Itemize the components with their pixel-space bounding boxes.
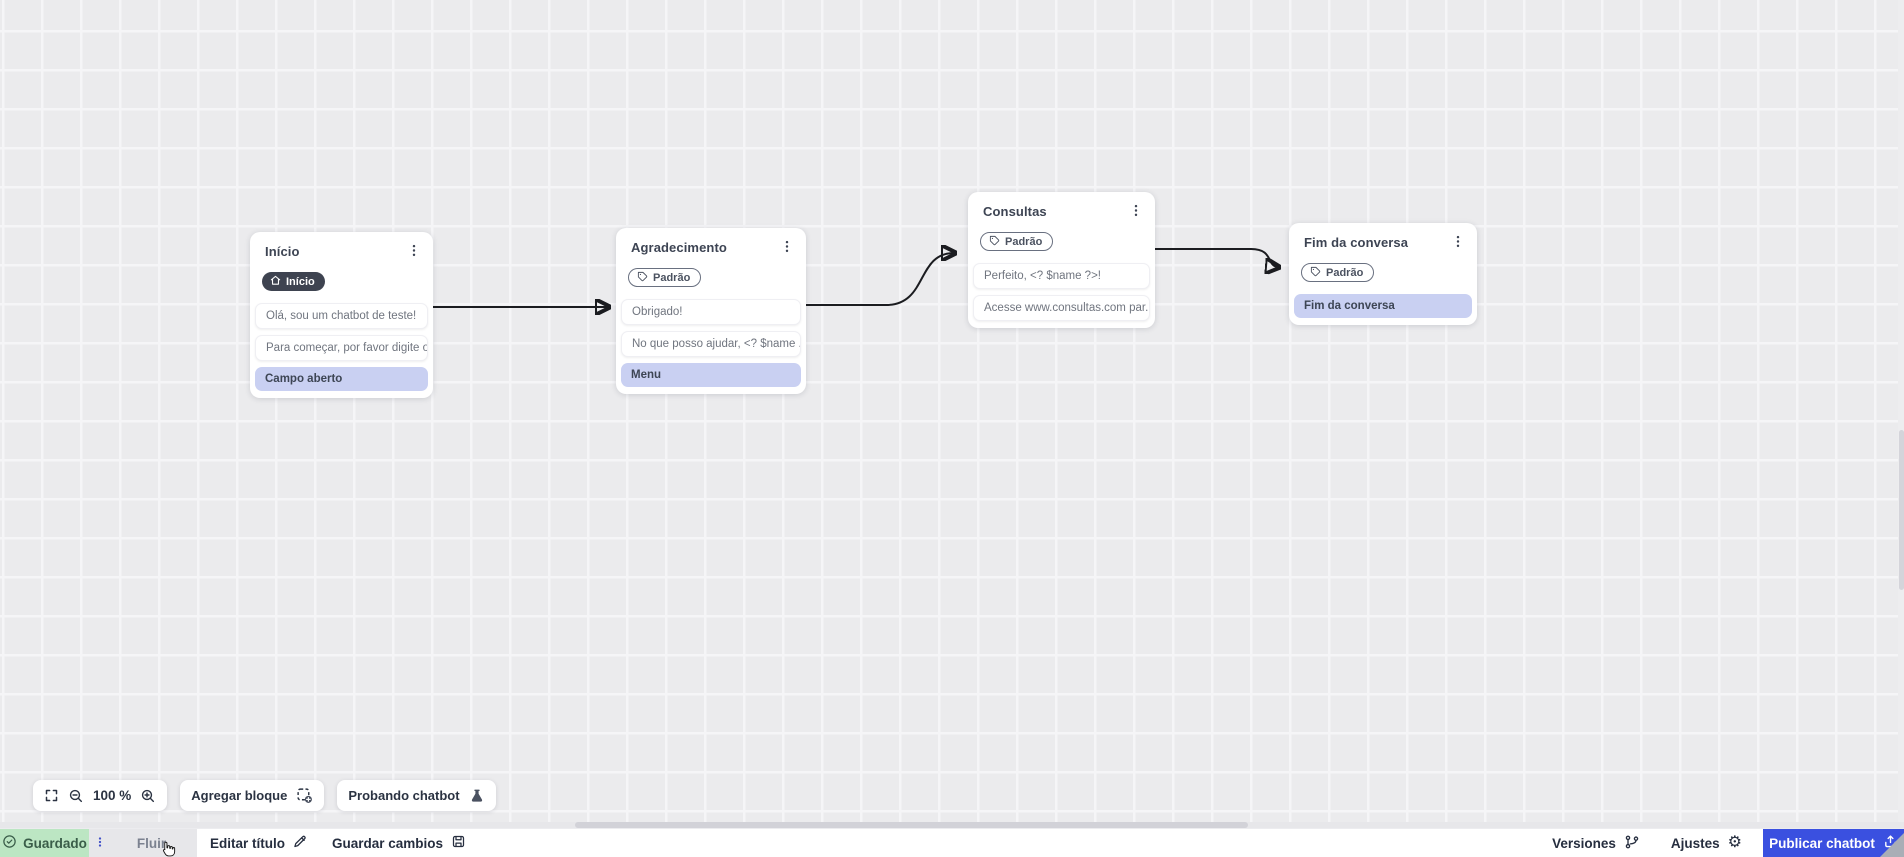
node-menu-icon[interactable] xyxy=(407,243,421,263)
git-branch-icon xyxy=(1624,834,1640,853)
node-badge-label: Início xyxy=(286,275,315,288)
message-row[interactable]: Perfeito, <? $name ?>! xyxy=(973,263,1150,289)
status-bar: Guardado Fluir Editar título Guardar cam… xyxy=(0,828,1904,857)
zoom-out-icon[interactable] xyxy=(68,788,84,804)
tag-icon xyxy=(637,271,648,285)
node-title: Fim da conversa xyxy=(1304,235,1409,250)
pencil-icon xyxy=(293,834,308,852)
node-menu-icon[interactable] xyxy=(1129,203,1143,223)
node-header: Início xyxy=(250,244,433,263)
check-circle-icon xyxy=(2,834,17,852)
canvas-toolbar: 100 % Agregar bloque Probando chatbot xyxy=(33,780,496,811)
action-row[interactable]: Menu xyxy=(621,363,801,387)
message-row[interactable]: Acesse www.consultas.com par... xyxy=(973,295,1150,321)
add-block-icon xyxy=(296,787,313,804)
fullscreen-icon[interactable] xyxy=(44,788,59,803)
node-menu-icon[interactable] xyxy=(1451,234,1465,254)
node-title: Consultas xyxy=(983,204,1047,219)
node-badge-label: Padrão xyxy=(653,271,691,284)
node-rows: Olá, sou um chatbot de teste! Para começ… xyxy=(250,303,433,391)
edge-consultas-fim xyxy=(1154,248,1278,267)
node-header: Consultas xyxy=(968,204,1155,223)
save-changes-button[interactable]: Guardar cambios xyxy=(332,834,466,852)
save-icon xyxy=(451,834,466,852)
vertical-scrollbar-thumb[interactable] xyxy=(1899,430,1904,590)
node-header: Fim da conversa xyxy=(1289,235,1477,254)
action-row[interactable]: Campo aberto xyxy=(255,367,428,391)
tag-icon xyxy=(989,235,1000,249)
zoom-in-icon[interactable] xyxy=(140,788,156,804)
action-row[interactable]: Fim da conversa xyxy=(1294,294,1472,318)
publish-label: Publicar chatbot xyxy=(1769,835,1875,851)
test-chatbot-label: Probando chatbot xyxy=(348,788,460,803)
flow-node-agradecimento[interactable]: Agradecimento Padrão Obrigado! No que po… xyxy=(616,228,806,394)
node-header: Agradecimento xyxy=(616,240,806,259)
horizontal-scrollbar-track[interactable] xyxy=(0,822,1904,828)
add-block-button[interactable]: Agregar bloque xyxy=(180,780,325,811)
node-title: Início xyxy=(265,244,300,259)
save-changes-label: Guardar cambios xyxy=(332,835,444,851)
flow-node-inicio[interactable]: Início Início Olá, sou um chatbot de tes… xyxy=(250,232,433,398)
message-row[interactable]: Olá, sou um chatbot de teste! xyxy=(255,303,428,329)
node-title: Agradecimento xyxy=(631,240,727,255)
tab-flow-label: Fluir xyxy=(136,835,167,851)
node-rows: Fim da conversa xyxy=(1289,294,1477,318)
versions-button[interactable]: Versiones xyxy=(1552,834,1640,853)
settings-button[interactable]: Ajustes ⚙ xyxy=(1671,835,1742,851)
versions-label: Versiones xyxy=(1552,835,1616,851)
flow-node-fim-da-conversa[interactable]: Fim da conversa Padrão Fim da conversa xyxy=(1289,223,1477,325)
edit-title-label: Editar título xyxy=(210,835,285,851)
message-row[interactable]: Obrigado! xyxy=(621,299,801,325)
node-badge-label: Padrão xyxy=(1326,266,1364,279)
node-badge: Padrão xyxy=(1301,263,1375,282)
flow-node-consultas[interactable]: Consultas Padrão Perfeito, <? $name ?>! … xyxy=(968,192,1155,328)
node-badge: Padrão xyxy=(980,232,1054,251)
horizontal-scrollbar-thumb[interactable] xyxy=(575,822,1248,828)
tag-icon xyxy=(1310,266,1321,280)
node-rows: Perfeito, <? $name ?>! Acesse www.consul… xyxy=(968,263,1155,321)
node-menu-icon[interactable] xyxy=(780,239,794,259)
add-block-label: Agregar bloque xyxy=(191,788,288,803)
message-row[interactable]: No que posso ajudar, <? $name ... xyxy=(621,331,801,357)
vertical-scrollbar-track[interactable] xyxy=(1898,0,1904,822)
settings-label: Ajustes xyxy=(1670,835,1720,851)
node-rows: Obrigado! No que posso ajudar, <? $name … xyxy=(616,299,806,387)
node-badge: Padrão xyxy=(628,268,702,287)
flask-icon xyxy=(469,788,485,804)
tab-flow[interactable]: Fluir xyxy=(89,829,197,857)
edit-title-button[interactable]: Editar título xyxy=(210,834,308,852)
saved-status-badge: Guardado xyxy=(0,829,89,857)
zoom-controls: 100 % xyxy=(33,780,168,811)
home-icon xyxy=(270,275,281,289)
test-chatbot-button[interactable]: Probando chatbot xyxy=(337,780,496,811)
message-row[interactable]: Para começar, por favor digite o ... xyxy=(255,335,428,361)
gear-icon: ⚙ xyxy=(1727,834,1742,851)
window-resize-corner xyxy=(1880,833,1904,857)
saved-status-label: Guardado xyxy=(23,835,87,851)
drag-handle-icon[interactable] xyxy=(94,834,106,853)
edge-agradecimento-consultas xyxy=(805,253,954,306)
node-badge-label: Padrão xyxy=(1005,235,1043,248)
node-badge: Início xyxy=(262,272,325,291)
zoom-level: 100 % xyxy=(93,788,132,803)
